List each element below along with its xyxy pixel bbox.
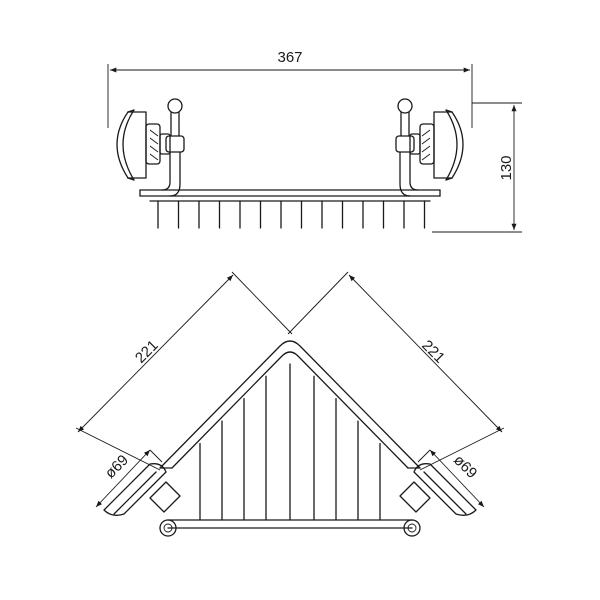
left-wall-mount: [116, 98, 185, 197]
side-right-dimension: 221: [287, 271, 505, 471]
base-right-label: ø69: [450, 452, 480, 482]
right-wall-mount: [395, 98, 464, 197]
height-dimension: 130: [432, 102, 522, 233]
base-left-label: ø69: [102, 452, 132, 482]
basket-plan: [159, 340, 421, 529]
width-label: 367: [277, 49, 302, 66]
side-left-label: 221: [132, 337, 162, 367]
height-label: 130: [498, 155, 515, 180]
width-dimension: 367: [107, 49, 473, 128]
right-corner-mount: [399, 463, 477, 537]
left-corner-mount: [103, 463, 181, 537]
front-view: 367 130: [107, 49, 522, 233]
basket-front: [139, 189, 441, 229]
side-left-dimension: 221: [75, 271, 293, 471]
plan-view: 221 221 ø69 ø69: [75, 271, 505, 537]
side-right-label: 221: [418, 337, 448, 367]
